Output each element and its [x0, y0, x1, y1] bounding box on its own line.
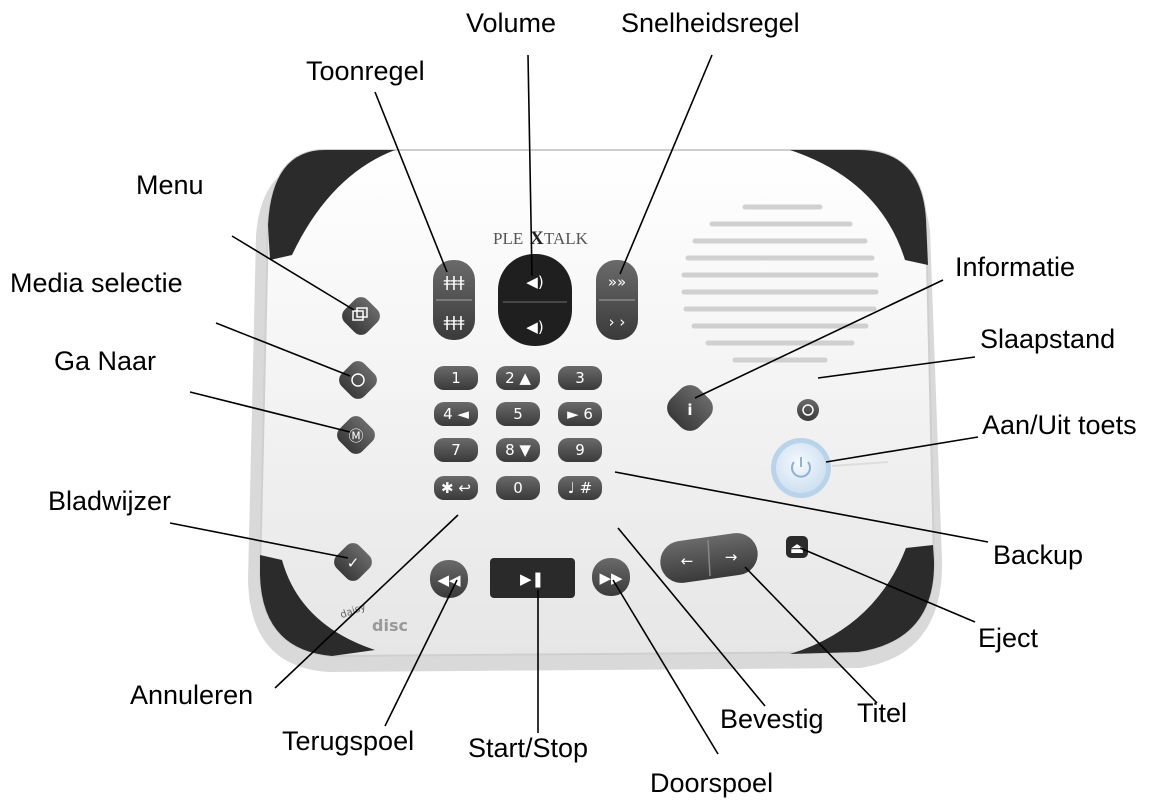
- keypad-key[interactable]: ✱ ↩: [434, 476, 478, 500]
- keypad-key-label: 0: [513, 479, 523, 497]
- label-ga-naar: Ga Naar: [54, 348, 156, 375]
- tone-up-icon: ǂǂǂ: [444, 273, 465, 291]
- svg-text:PLE: PLE: [493, 229, 523, 248]
- keypad-key-label: ► 6: [567, 405, 593, 423]
- tone-down-icon: ǂǂǂ: [444, 313, 465, 331]
- play-pause-icon: ▶❚: [520, 570, 544, 588]
- label-informatie: Informatie: [955, 254, 1075, 281]
- label-doorspoel: Doorspoel: [650, 770, 773, 797]
- keypad-key[interactable]: 9: [558, 438, 602, 462]
- svg-text:TALK: TALK: [544, 229, 589, 248]
- sleep-button[interactable]: [797, 399, 819, 421]
- speed-up-icon: »»: [608, 273, 626, 291]
- rewind-icon: ◀◀: [437, 571, 461, 589]
- arrow-left-icon: ←: [681, 552, 694, 570]
- label-annuleren: Annuleren: [130, 682, 253, 709]
- keypad-key[interactable]: 5: [496, 402, 540, 426]
- fast-forward-icon: ▶▶: [599, 569, 623, 587]
- keypad-key-label: ♩ #: [568, 479, 592, 497]
- volume-button[interactable]: ◀) ◀): [498, 254, 572, 346]
- keypad-key[interactable]: 0: [496, 476, 540, 500]
- tone-control-button[interactable]: ǂǂǂ ǂǂǂ: [433, 260, 475, 340]
- keypad-key-label: 3: [575, 369, 585, 387]
- label-menu: Menu: [136, 172, 204, 199]
- keypad-key[interactable]: 1: [434, 366, 478, 390]
- label-titel: Titel: [857, 700, 907, 727]
- label-aan-uit-toets: Aan/Uit toets: [982, 412, 1137, 439]
- play-stop-button[interactable]: ▶❚: [490, 558, 575, 598]
- label-slaapstand: Slaapstand: [980, 326, 1115, 353]
- keypad-key[interactable]: 2 ▲: [496, 366, 540, 390]
- rewind-button[interactable]: ◀◀: [430, 560, 468, 598]
- keypad-key-label: 7: [451, 441, 461, 459]
- fast-forward-button[interactable]: ▶▶: [592, 558, 630, 596]
- check-icon: ✓: [347, 554, 360, 572]
- label-media-selectie: Media selectie: [10, 270, 183, 297]
- keypad-key[interactable]: 8 ▼: [496, 438, 540, 462]
- keypad-key[interactable]: ► 6: [558, 402, 602, 426]
- keypad-key[interactable]: 4 ◄: [434, 402, 478, 426]
- label-snelheidsregel: Snelheidsregel: [621, 10, 800, 37]
- speed-control-button[interactable]: »» › ›: [596, 260, 638, 340]
- label-backup: Backup: [993, 542, 1083, 569]
- keypad-key[interactable]: 3: [558, 366, 602, 390]
- keypad-key-label: 4 ◄: [443, 405, 469, 423]
- keypad-key-label: 1: [451, 369, 461, 387]
- keypad-key[interactable]: 7: [434, 438, 478, 462]
- label-bladwijzer: Bladwijzer: [48, 488, 171, 515]
- label-toonregel: Toonregel: [306, 58, 425, 85]
- keypad-key-label: 8 ▼: [505, 441, 531, 459]
- svg-text:disc: disc: [372, 616, 408, 635]
- label-volume: Volume: [466, 10, 556, 37]
- label-start-stop: Start/Stop: [468, 735, 588, 762]
- label-terugspoel: Terugspoel: [282, 728, 414, 755]
- eject-button[interactable]: ⏏: [786, 536, 808, 558]
- arrow-right-icon: →: [725, 548, 738, 566]
- label-bevestig: Bevestig: [720, 706, 824, 733]
- volume-down-icon: ◀): [526, 318, 543, 336]
- keypad-key[interactable]: ♩ #: [558, 476, 602, 500]
- volume-up-icon: ◀): [526, 273, 543, 291]
- keypad-key-label: 5: [513, 405, 523, 423]
- brand-logo: PLE X TALK: [493, 228, 589, 249]
- keypad-key-label: 9: [575, 441, 585, 459]
- book-icon: Ⓜ: [348, 427, 363, 445]
- keypad-key-label: 2 ▲: [505, 369, 531, 387]
- keypad-key-label: ✱ ↩: [441, 479, 471, 497]
- speed-down-icon: › ›: [609, 313, 626, 331]
- info-icon: i: [687, 401, 692, 419]
- label-eject: Eject: [978, 625, 1038, 652]
